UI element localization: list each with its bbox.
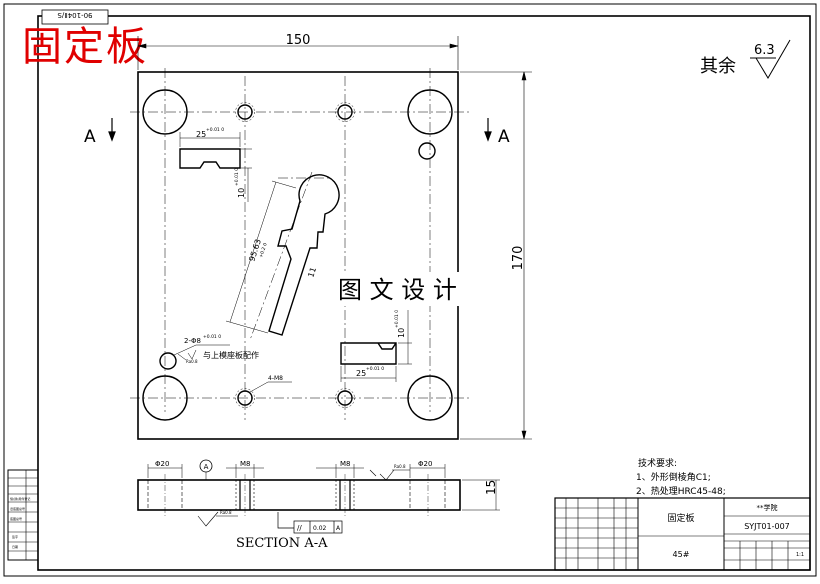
tolerance-symbol: // xyxy=(297,524,302,532)
title-drawing-no: SYJT01-007 xyxy=(744,522,790,531)
screw-holes-label: 4-M8 xyxy=(268,375,283,382)
pin-holes-label: 2-Φ8 xyxy=(184,337,201,345)
dim-slot-top-tol: +0.01 0 xyxy=(206,127,224,133)
left-strip-3: 签字 xyxy=(12,534,18,539)
left-strip-0: 借(通)用件登记 xyxy=(10,496,30,501)
pin-callout-leader xyxy=(173,344,230,361)
section-label-0: Φ20 xyxy=(155,460,169,468)
code-tab-text: 90-104Ⅱ/S xyxy=(57,11,93,19)
section-roughness-marks xyxy=(197,469,410,527)
dim-slot-top xyxy=(179,132,252,202)
section-ra-1: Ra0.8 xyxy=(220,510,232,515)
section-outline xyxy=(137,479,461,511)
dim-slot-br-tol: +0.01 0 xyxy=(366,366,384,372)
title-scale: 1:1 xyxy=(796,552,804,558)
section-title: SECTION A-A xyxy=(236,536,328,551)
plate-outline xyxy=(137,71,459,440)
dim-slot-br-depth: 10 xyxy=(397,328,406,338)
section-thickness: 15 xyxy=(484,480,498,495)
screw-callout-leader xyxy=(249,381,292,393)
dim-height-value: 170 xyxy=(511,246,526,271)
tolerance-frame xyxy=(277,512,343,534)
title-block xyxy=(554,497,811,571)
left-strip xyxy=(7,469,39,561)
dim-slot-br-width: 25 xyxy=(356,369,366,378)
roughness-symbol xyxy=(750,39,791,79)
dim-slot-top-depth: 10 xyxy=(237,188,246,198)
outer-border xyxy=(3,3,817,577)
dim-diagonal xyxy=(225,180,297,334)
section-dims xyxy=(147,464,500,511)
dim-diagonal-tol: +0.2 0 xyxy=(258,242,268,258)
datum-letter: A xyxy=(204,463,209,471)
section-label-1: M8 xyxy=(240,460,251,468)
title-material: 45# xyxy=(673,550,690,559)
tolerance-value: 0.02 xyxy=(313,525,327,532)
section-arrow-left xyxy=(108,118,116,142)
dim-slot-br-depth-tol: +0.01 0 xyxy=(394,310,400,328)
roughness-value: 6.3 xyxy=(754,43,775,58)
dim-slot-top-width: 25 xyxy=(196,130,206,139)
section-label-2: M8 xyxy=(340,460,351,468)
dim-width xyxy=(137,36,459,70)
roughness-label: 其余 xyxy=(700,56,736,77)
screw-holes xyxy=(235,102,355,408)
dim-slot-br xyxy=(340,310,412,382)
dim-height xyxy=(460,71,532,440)
dim-width-value: 150 xyxy=(286,33,311,48)
tech-item-1: 2、热处理HRC45-48; xyxy=(636,485,726,497)
corner-holes xyxy=(142,89,453,421)
inner-border xyxy=(37,15,811,571)
section-arrow-right xyxy=(484,118,492,142)
section-mark-right: A xyxy=(498,127,510,147)
watermark-text: 图 文 设 计 xyxy=(338,276,457,304)
left-strip-1: 旧底图总号 xyxy=(10,506,25,511)
slot-top xyxy=(179,148,241,169)
section-ra-2: Ra0.8 xyxy=(394,464,406,469)
dim-slot-small: 11 xyxy=(306,266,318,278)
section-holes xyxy=(147,474,446,516)
pin-hole-bottom-left xyxy=(159,352,177,370)
part-title-overlay: 固定板 xyxy=(22,24,148,70)
centerlines xyxy=(130,68,470,420)
tolerance-datum: A xyxy=(336,525,341,532)
watermark-bg xyxy=(332,272,490,306)
left-strip-2: 底图总号 xyxy=(10,516,22,521)
title-school: **学院 xyxy=(757,503,778,512)
section-label-3: Φ20 xyxy=(418,460,432,468)
code-tab xyxy=(41,9,109,25)
pin-hole-top-right xyxy=(418,142,436,160)
slot-bottom-right xyxy=(340,342,397,365)
pin-note: 与上模座板配作 xyxy=(203,350,259,360)
tech-item-0: 1、外形倒棱角C1; xyxy=(636,471,711,483)
tech-heading: 技术要求: xyxy=(638,457,677,469)
pin-holes-ra: Ra0.8 xyxy=(186,359,198,364)
title-part-name: 固定板 xyxy=(667,512,694,524)
pin-holes-tol: +0.01 0 xyxy=(203,334,221,340)
dim-slot-top-depth-tol: +0.01 0 xyxy=(234,168,240,186)
section-mark-left: A xyxy=(84,127,96,147)
left-strip-4: 日期 xyxy=(12,544,18,549)
keyhole-slot xyxy=(268,174,340,336)
